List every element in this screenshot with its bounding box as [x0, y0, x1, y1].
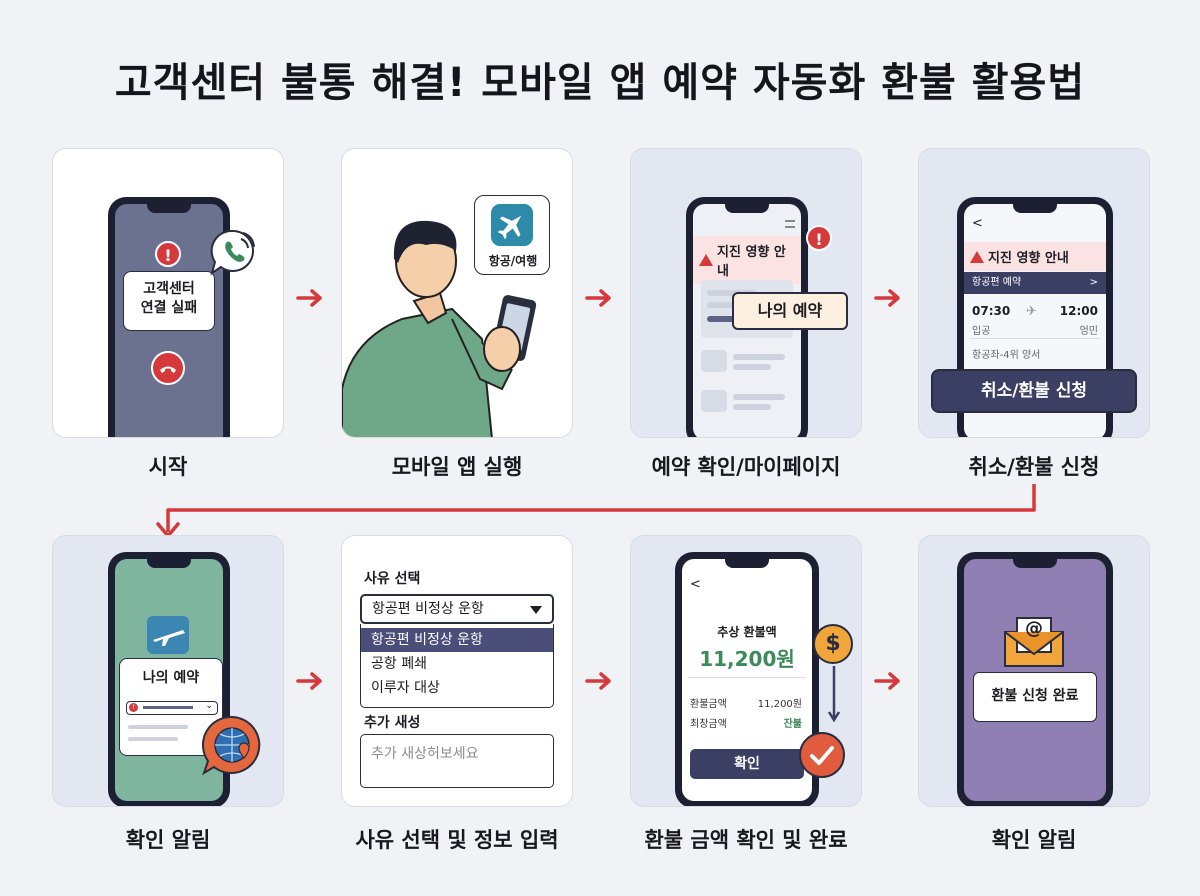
connection-failed-bubble: 고객센터 연결 실패 — [123, 271, 215, 331]
dropdown-caret-icon — [530, 606, 542, 614]
refund-row-value: 잔불 — [783, 719, 802, 730]
step-caption: 확인 알림 — [125, 828, 211, 852]
arrow-right-icon — [296, 672, 322, 690]
reason-option[interactable]: 공항 폐쇄 — [371, 656, 427, 672]
alert-icon: ! — [129, 703, 138, 712]
warning-text: 지진 영향 안내 — [717, 245, 786, 279]
person-using-phone-illustration — [342, 220, 537, 437]
back-icon[interactable]: < — [690, 577, 701, 592]
step-card-start: ! 고객센터 연결 실패 — [52, 148, 284, 438]
warning-text: 지진 영향 안내 — [988, 251, 1069, 266]
confirm-button[interactable]: 확인 — [690, 749, 804, 779]
airplane-icon — [491, 204, 533, 246]
phone-call-icon — [209, 227, 267, 279]
step-caption: 시작 — [148, 455, 188, 479]
arrival-time: 12:00 — [1059, 304, 1098, 318]
coin-icon: $ — [813, 624, 853, 664]
step-caption: 확인 알림 — [991, 828, 1077, 852]
refund-complete-message: 환불 신청 완료 — [973, 672, 1097, 722]
arrow-right-icon — [874, 289, 900, 307]
hang-up-icon — [151, 351, 185, 385]
departure-place: 입공 — [972, 326, 991, 337]
refund-row-label: 환불금액 — [690, 699, 727, 710]
reason-options-list: 항공편 비정상 운항 공항 폐쇄 이루자 대상 — [360, 624, 554, 708]
estimated-refund-label: 추상 환불액 — [717, 625, 777, 639]
arrow-right-icon — [296, 289, 322, 307]
refund-amount: 11,200원 — [699, 647, 795, 671]
earthquake-warning-bar: 지진 영향 안내 — [693, 236, 801, 284]
arrow-right-icon — [585, 289, 611, 307]
step-card-notification-1: 나의 예약 ! ⌄ — [52, 535, 284, 807]
arrow-right-icon — [585, 672, 611, 690]
chevron-down-icon: ⌄ — [205, 701, 213, 711]
warning-icon — [970, 250, 984, 263]
flow-connector-arrow — [156, 484, 1036, 538]
app-label: 항공/여행 — [488, 254, 538, 268]
step-caption: 모바일 앱 실행 — [391, 455, 523, 479]
reason-option[interactable]: 이루자 대상 — [371, 680, 440, 696]
globe-location-icon — [199, 714, 265, 780]
chevron-right-icon: > — [1089, 277, 1098, 288]
menu-icon — [785, 220, 795, 228]
phone-screen: < 추상 환불액 11,200원 환불금액 11,200원 최창금액 잔불 확인 — [682, 559, 812, 801]
departure-time: 07:30 — [972, 304, 1011, 318]
at-sign: @ — [1025, 618, 1043, 639]
arrival-place: 엉민 — [1079, 326, 1098, 337]
refund-row-label: 최창금액 — [690, 719, 727, 730]
reason-label: 사유 선택 — [364, 571, 421, 587]
reason-option[interactable]: 항공편 비정상 운항 — [361, 628, 553, 652]
cancel-refund-button[interactable]: 취소/환불 신청 — [931, 369, 1137, 413]
airplane-icon: ✈ — [1026, 304, 1037, 319]
seat-info: 항공좌-4위 양서 — [972, 350, 1041, 361]
flight-reservation-header[interactable]: 항공편 예약 > — [964, 272, 1106, 294]
app-icon-bubble: 항공/여행 — [474, 195, 550, 275]
envelope-icon: @ — [1003, 614, 1065, 668]
step-card-cancel-refund: < 지진 영향 안내 항공편 예약 > 07:30 12:00 ✈ 입공 엉민 … — [918, 148, 1150, 438]
earthquake-warning-bar: 지진 영향 안내 — [964, 242, 1106, 271]
alert-icon: ! — [806, 225, 832, 251]
extra-info-textarea[interactable]: 추가 새상허보세요 — [360, 734, 554, 788]
step-caption: 사유 선택 및 정보 입력 — [355, 828, 559, 852]
step-caption: 예약 확인/마이페이지 — [651, 455, 841, 479]
step-card-refund-amount: < 추상 환불액 11,200원 환불금액 11,200원 최창금액 잔불 확인… — [630, 535, 862, 807]
extra-info-label: 추가 새성 — [364, 715, 421, 731]
status-dropdown[interactable]: ! ⌄ — [126, 701, 218, 715]
reservation-card-title: 나의 예약 — [142, 670, 200, 686]
step-card-notification-2: @ 환불 신청 완료 — [918, 535, 1150, 807]
step-caption: 환불 금액 확인 및 완료 — [644, 828, 848, 852]
check-circle-icon — [799, 732, 845, 778]
arrow-down-icon — [827, 666, 841, 723]
phone: < 추상 환불액 11,200원 환불금액 11,200원 최창금액 잔불 확인 — [675, 552, 819, 806]
arrow-right-icon — [874, 672, 900, 690]
airplane-photo-icon — [147, 616, 189, 654]
my-reservation-button[interactable]: 나의 예약 — [732, 292, 848, 330]
step-card-my-page: 지진 영향 안내 ! 나의 예약 — [630, 148, 862, 438]
step-card-reason-select: 사유 선택 항공편 비정상 운항 항공편 비정상 운항 공항 폐쇄 이루자 대상… — [341, 535, 573, 807]
warning-icon — [699, 254, 713, 266]
refund-row-value: 11,200원 — [757, 699, 802, 710]
page-title: 고객센터 불통 해결! 모바일 앱 예약 자동화 환불 활용법 — [114, 60, 1086, 106]
step-caption: 취소/환불 신청 — [968, 455, 1100, 479]
alert-icon: ! — [155, 241, 181, 267]
reason-select[interactable]: 항공편 비정상 운항 — [360, 594, 554, 624]
back-icon[interactable]: < — [972, 216, 983, 231]
step-card-launch-app: 항공/여행 — [341, 148, 573, 438]
